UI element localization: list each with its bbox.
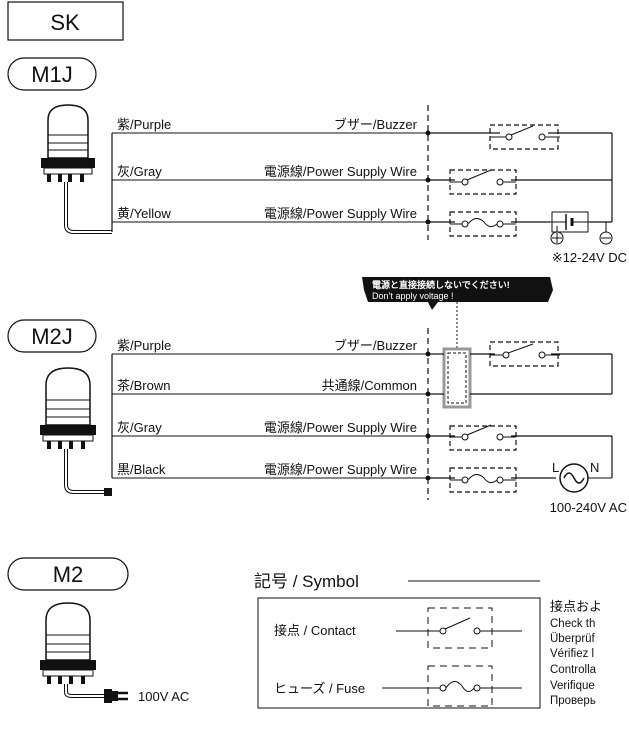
model-header: SK [7,1,124,41]
note-line: Check th [550,618,595,630]
note-line: Controlla [550,664,597,676]
m1j-wire-2-color: 灰/Gray [117,164,162,179]
legend-contact-label: 接点 / Contact [274,623,356,638]
note-line: Проверь [550,695,596,707]
m2-supply-voltage: 100V AC [138,689,189,704]
m1j-section: M1J 紫/Purple ブザー/Buzzer 灰/Gray 電源線/Po [7,57,627,265]
note-line: Vérifiez l [550,648,594,660]
fuse-symbol-icon [382,665,522,707]
m2j-wire-1-color: 紫/Purple [117,338,171,353]
m2j-title: M2J [31,324,73,349]
ac-neutral-label: N [590,460,599,475]
legend-fuse-label: ヒューズ / Fuse [274,681,365,696]
m1j-lamp-icon [41,104,112,234]
m2j-wire-3-function: 電源線/Power Supply Wire [264,420,417,435]
m1j-wire-2-function: 電源線/Power Supply Wire [264,164,417,179]
m2j-wire-2-color: 茶/Brown [117,378,170,393]
m2j-supply-voltage: 100-240V AC [550,500,627,515]
m1j-contact-power-icon [450,169,516,186]
m1j-title: M1J [31,62,73,87]
dc-battery-icon [550,211,613,245]
note-line: Überprüf [550,633,596,645]
m2j-fuse-icon [450,473,516,484]
warning-line-en: Don’t apply voltage ! [372,291,454,301]
symbol-legend: 記号 / Symbol 接点 / Contact ヒューズ / Fuse [254,572,541,709]
model-label: SK [50,10,80,35]
multilingual-notes: 接点およ Check th Überprüf Vérifiez l Contro… [550,599,602,707]
m2-section: M2 100V AC [7,557,189,704]
m2j-wire-3-color: 灰/Gray [117,420,162,435]
contact-symbol-icon [396,607,522,649]
m2j-lamp-icon [40,367,112,496]
m1j-wire-3-color: 黄/Yellow [117,206,171,221]
plug-icon [104,689,128,703]
m1j-fuse-icon [450,217,516,228]
m1j-wire-3-function: 電源線/Power Supply Wire [264,206,417,221]
voltage-warning-callout: 電源と直接接続しないでください! Don’t apply voltage ! [362,277,553,348]
m1j-wire-1-color: 紫/Purple [117,117,171,132]
ac-line-label: L [552,460,559,475]
m2j-contact-buzzer-icon [490,343,560,359]
m1j-contact-buzzer-icon [490,125,560,141]
m2j-wire-1-function: ブザー/Buzzer [334,338,418,353]
note-line: 接点およ [550,599,602,614]
m2j-contact-power-icon [450,424,516,441]
m2-lamp-icon [40,602,104,698]
m2j-section: M2J 電源と直接接続しないでください! Don’t apply voltage… [7,277,627,515]
m2j-wire-4-function: 電源線/Power Supply Wire [264,462,417,477]
ac-source-icon [559,463,612,493]
warning-line-jp: 電源と直接接続しないでください! [372,279,510,290]
m2-title: M2 [53,562,84,587]
note-line: Verifique [550,680,595,692]
m1j-supply-voltage: ※12-24V DC [552,250,627,265]
m1j-wire-1-function: ブザー/Buzzer [334,117,418,132]
legend-title: 記号 / Symbol [254,572,359,591]
m2j-wire-4-color: 黒/Black [117,462,166,477]
m2j-wire-2-function: 共通線/Common [322,378,417,393]
